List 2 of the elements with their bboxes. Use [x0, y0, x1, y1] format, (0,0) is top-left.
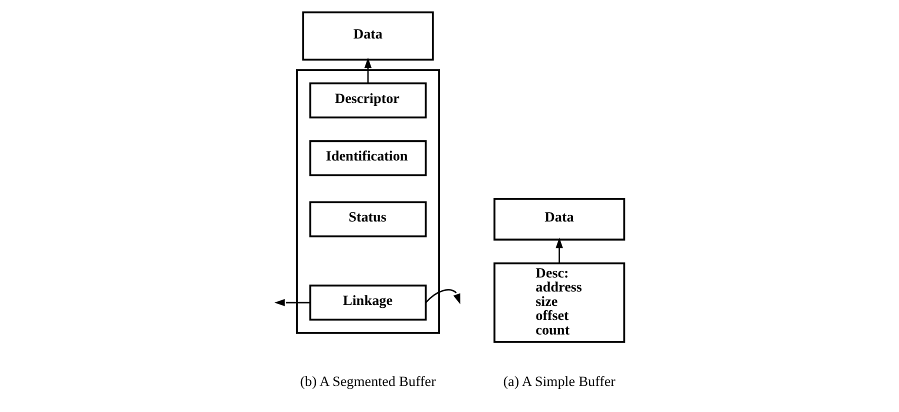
label: (a) A Simple Buffer — [502, 374, 615, 390]
label: (b) A Segmented Buffer — [300, 374, 436, 390]
